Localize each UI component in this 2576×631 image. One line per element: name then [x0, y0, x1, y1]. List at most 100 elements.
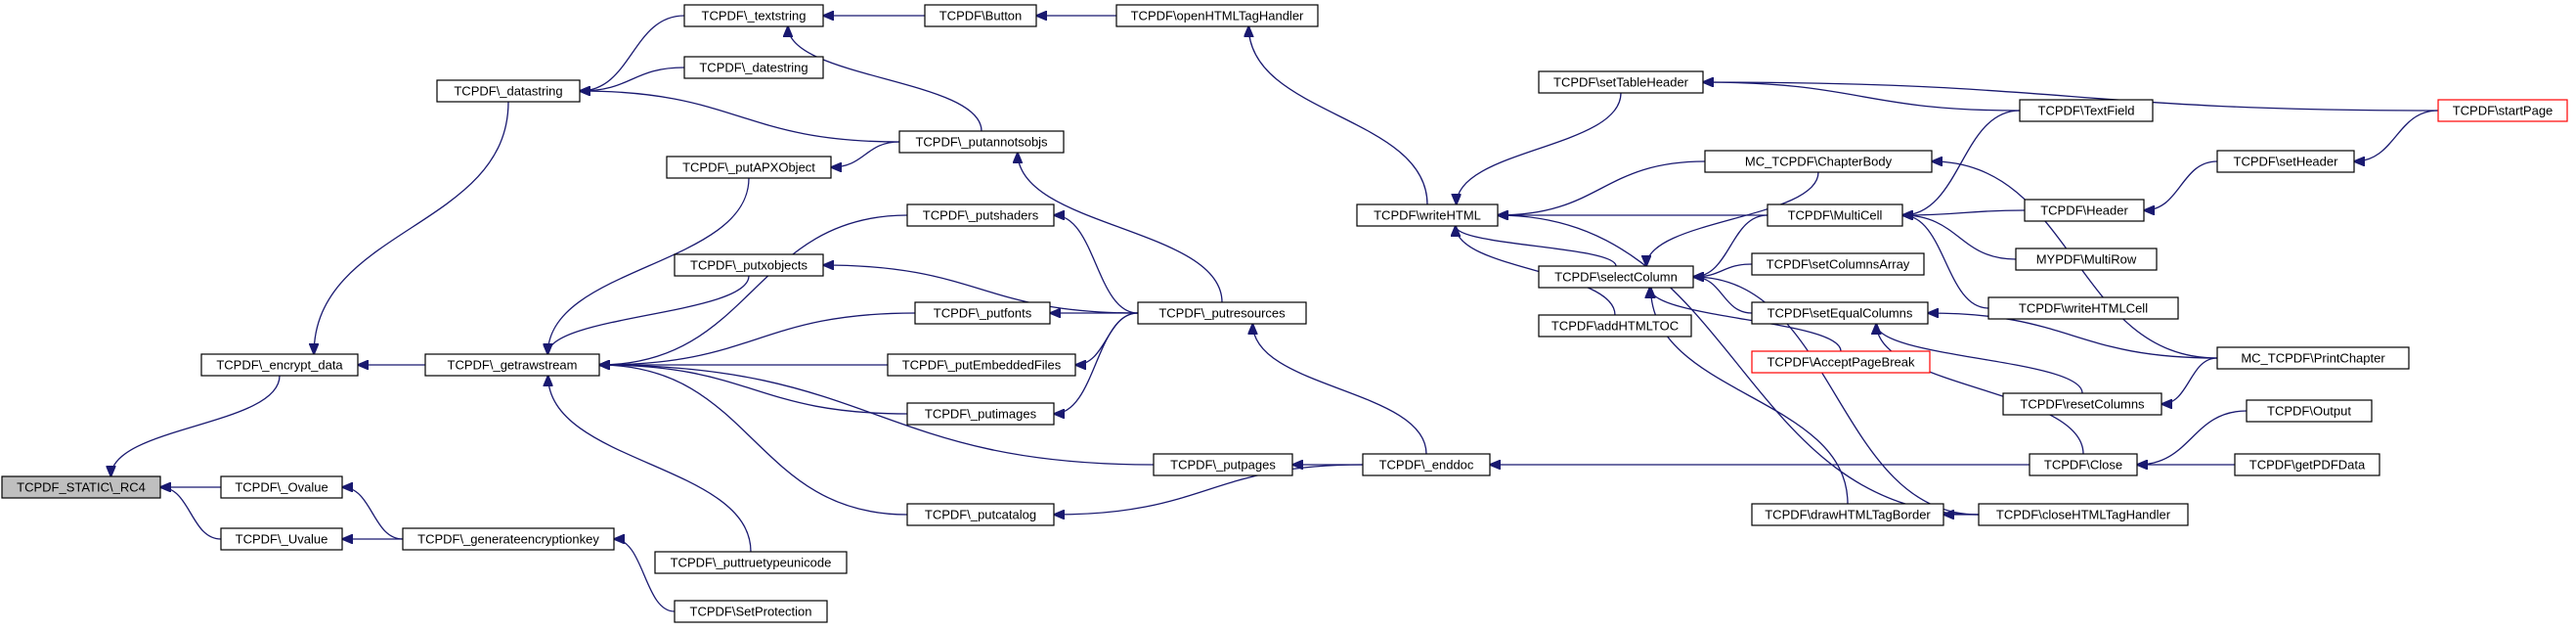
node-box[interactable]	[666, 156, 832, 179]
node-box[interactable]	[1751, 252, 1925, 276]
node-putxobjects[interactable]: TCPDF\_putxobjects	[674, 253, 824, 277]
node-acceptpagebreak[interactable]: TCPDF\AcceptPageBreak	[1751, 350, 1931, 374]
node-box[interactable]	[1356, 203, 1499, 227]
node-writehtml[interactable]: TCPDF\writeHTML	[1356, 203, 1499, 227]
node-closehtmltaghandler[interactable]: TCPDF\closeHTMLTagHandler	[1978, 503, 2189, 526]
node-textstring[interactable]: TCPDF\_textstring	[683, 4, 824, 27]
edge-putpages-to-getrawstream	[599, 365, 1155, 466]
node-box[interactable]	[924, 4, 1037, 27]
node-box[interactable]	[436, 79, 581, 103]
node-printchapter[interactable]: MC_TCPDF\PrintChapter	[2216, 346, 2410, 370]
node-datastring[interactable]: TCPDF\_datastring	[436, 79, 581, 103]
node-box[interactable]	[1987, 296, 2179, 320]
node-box[interactable]	[1767, 203, 1903, 227]
node-generateencryptionkey[interactable]: TCPDF\_generateencryptionkey	[402, 527, 615, 551]
node-box[interactable]	[906, 402, 1055, 426]
node-settableheader[interactable]: TCPDF\setTableHeader	[1538, 70, 1704, 94]
node-chapterbody[interactable]: MC_TCPDF\ChapterBody	[1704, 150, 1933, 173]
node-setcolumnsarray[interactable]: TCPDF\setColumnsArray	[1751, 252, 1925, 276]
node-box[interactable]	[906, 203, 1055, 227]
node-box[interactable]	[2437, 99, 2568, 122]
node-getpdfdata[interactable]: TCPDF\getPDFData	[2234, 453, 2380, 476]
node-box[interactable]	[1751, 301, 1929, 325]
node-close[interactable]: TCPDF\Close	[2029, 453, 2138, 476]
node-box[interactable]	[1538, 265, 1694, 289]
edge-chapterbody-to-writehtml	[1498, 160, 1706, 215]
edge-resetcolumns-to-setequalcolumns	[1876, 324, 2083, 394]
node-box[interactable]	[1115, 4, 1319, 27]
node-box[interactable]	[914, 301, 1051, 325]
node-drawhtmltagborder[interactable]: TCPDF\drawHTMLTagBorder	[1751, 503, 1944, 526]
node-box[interactable]	[424, 353, 600, 377]
node-box[interactable]	[2216, 346, 2410, 370]
node-setprotection[interactable]: TCPDF\SetProtection	[674, 600, 828, 623]
node-box[interactable]	[1538, 70, 1704, 94]
node-box[interactable]	[1978, 503, 2189, 526]
node-box[interactable]	[683, 4, 824, 27]
node-box[interactable]	[654, 551, 848, 574]
node-box[interactable]	[1, 475, 161, 499]
node-box[interactable]	[2015, 248, 2158, 271]
node-box[interactable]	[906, 503, 1055, 526]
node-putcatalog[interactable]: TCPDF\_putcatalog	[906, 503, 1055, 526]
node-ovalue[interactable]: TCPDF\_Ovalue	[220, 475, 343, 499]
node-textfield[interactable]: TCPDF\TextField	[2019, 99, 2154, 122]
node-putpages[interactable]: TCPDF\_putpages	[1153, 453, 1293, 476]
node-setequalcolumns[interactable]: TCPDF\setEqualColumns	[1751, 301, 1929, 325]
node-box[interactable]	[898, 130, 1065, 154]
node-putembeddedfiles[interactable]: TCPDF\_putEmbeddedFiles	[887, 353, 1076, 377]
edge-setheader-to-header	[2144, 160, 2218, 210]
node-box[interactable]	[674, 600, 828, 623]
edge-close-to-setequalcolumns	[1876, 324, 2084, 455]
node-putshaders[interactable]: TCPDF\_putshaders	[906, 203, 1055, 227]
node-multirow[interactable]: MYPDF\MultiRow	[2015, 248, 2158, 271]
node-puttruetypeunicode[interactable]: TCPDF\_puttruetypeunicode	[654, 551, 848, 574]
node-uvalue[interactable]: TCPDF\_Uvalue	[220, 527, 343, 551]
node-box[interactable]	[1362, 453, 1491, 476]
node-box[interactable]	[220, 527, 343, 551]
edge-uvalue-to-rc4	[160, 487, 222, 540]
node-box[interactable]	[674, 253, 824, 277]
node-putfonts[interactable]: TCPDF\_putfonts	[914, 301, 1051, 325]
node-putresources[interactable]: TCPDF\_putresources	[1137, 301, 1307, 325]
node-addhtmltoc[interactable]: TCPDF\addHTMLTOC	[1538, 314, 1692, 338]
node-button[interactable]: TCPDF\Button	[924, 4, 1037, 27]
node-putannotsobjs[interactable]: TCPDF\_putannotsobjs	[898, 130, 1065, 154]
edge-acceptpagebreak-to-selectcolumn	[1650, 288, 1842, 352]
node-datestring[interactable]: TCPDF\_datestring	[683, 56, 824, 79]
node-box[interactable]	[2019, 99, 2154, 122]
node-setheader[interactable]: TCPDF\setHeader	[2216, 150, 2355, 173]
node-writehtmlcell[interactable]: TCPDF\writeHTMLCell	[1987, 296, 2179, 320]
node-resetcolumns[interactable]: TCPDF\resetColumns	[2002, 392, 2162, 416]
node-box[interactable]	[2216, 150, 2355, 173]
node-header[interactable]: TCPDF\Header	[2024, 199, 2145, 222]
node-enddoc[interactable]: TCPDF\_enddoc	[1362, 453, 1491, 476]
node-box[interactable]	[200, 353, 359, 377]
node-box[interactable]	[220, 475, 343, 499]
node-rc4[interactable]: TCPDF_STATIC\_RC4	[1, 475, 161, 499]
node-startpage[interactable]: TCPDF\startPage	[2437, 99, 2568, 122]
node-box[interactable]	[1751, 503, 1944, 526]
node-box[interactable]	[2029, 453, 2138, 476]
node-box[interactable]	[1137, 301, 1307, 325]
node-box[interactable]	[683, 56, 824, 79]
node-putapxobject[interactable]: TCPDF\_putAPXObject	[666, 156, 832, 179]
node-selectcolumn[interactable]: TCPDF\selectColumn	[1538, 265, 1694, 289]
node-multicell[interactable]: TCPDF\MultiCell	[1767, 203, 1903, 227]
node-encrypt-data[interactable]: TCPDF\_encrypt_data	[200, 353, 359, 377]
node-box[interactable]	[2002, 392, 2162, 416]
node-box[interactable]	[1751, 350, 1931, 374]
node-getrawstream[interactable]: TCPDF\_getrawstream	[424, 353, 600, 377]
node-box[interactable]	[1153, 453, 1293, 476]
node-box[interactable]	[2024, 199, 2145, 222]
node-box[interactable]	[402, 527, 615, 551]
node-putimages[interactable]: TCPDF\_putimages	[906, 402, 1055, 426]
node-box[interactable]	[1704, 150, 1933, 173]
node-box[interactable]	[887, 353, 1076, 377]
node-output[interactable]: TCPDF\Output	[2246, 399, 2373, 423]
node-openhtmltaghandler[interactable]: TCPDF\openHTMLTagHandler	[1115, 4, 1319, 27]
node-box[interactable]	[2234, 453, 2380, 476]
node-box[interactable]	[1538, 314, 1692, 338]
edge-setequalcolumns-to-selectcolumn	[1693, 277, 1753, 314]
node-box[interactable]	[2246, 399, 2373, 423]
